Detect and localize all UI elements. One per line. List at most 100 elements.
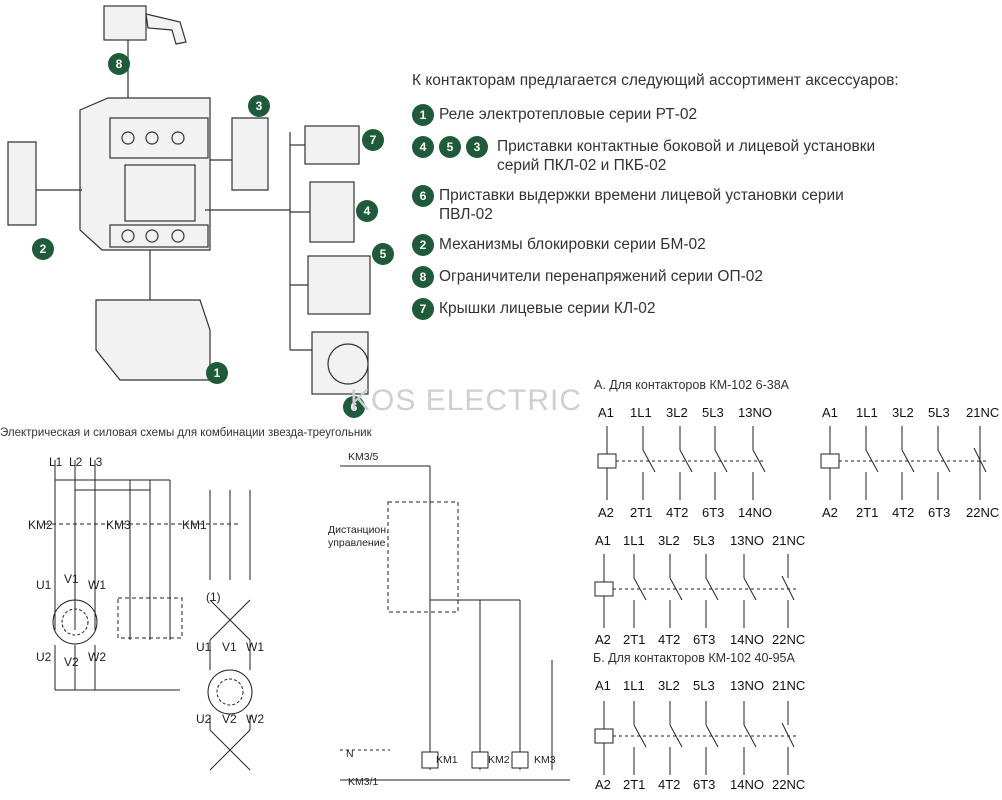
phase-l2: L2 [69, 455, 83, 469]
contactor-front-face [124, 164, 196, 222]
remote-control-label: Дистанцион. управление [328, 524, 389, 549]
motor1-u1: U1 [36, 578, 52, 592]
b1-bottom-2: 4T2 [658, 777, 681, 792]
a1-bottom-3: 6T3 [702, 505, 725, 520]
a2-bottom-3: 6T3 [928, 505, 951, 520]
interlock-body [7, 141, 37, 226]
photo-badge-5: 5 [372, 243, 394, 265]
a3-bottom-3: 6T3 [693, 632, 716, 647]
thermal-relay-body [95, 299, 211, 381]
a3-top-2: 3L2 [658, 533, 680, 548]
a2-bottom-4: 22NC [966, 505, 1000, 520]
coil-km1-label: KM1 [436, 754, 458, 766]
control-bottom-label: KM3/1 [348, 776, 379, 788]
a3-bottom-5: 22NC [772, 632, 806, 647]
a3-bottom-2: 4T2 [658, 632, 681, 647]
time-delay-dial [327, 343, 369, 385]
a1-top-0: A1 [598, 405, 614, 420]
motor1-v1: V1 [64, 572, 79, 586]
badge-6: 6 [412, 185, 434, 207]
surge-limiter-leads [145, 13, 187, 45]
accessory-item-4: 2 Механизмы блокировки серии БМ-02 [412, 234, 706, 256]
photo-badge-6: 6 [343, 396, 365, 418]
a2-top-0: A1 [822, 405, 838, 420]
a1-top-1: 1L1 [630, 405, 652, 420]
contact-scheme-b1 [594, 701, 797, 775]
accessory-text: Приставки выдержки времени лицевой устан… [439, 187, 844, 223]
a1-bottom-0: A2 [598, 505, 614, 520]
surge-limiter-body [103, 5, 147, 41]
control-top-label: KM3/5 [348, 451, 379, 463]
side-aux-contact-body [231, 117, 269, 191]
phase-l1: L1 [49, 455, 63, 469]
diagram-note: (1) [206, 590, 221, 604]
a1-top-4: 13NO [738, 405, 772, 420]
contact-scheme-a3 [594, 554, 797, 628]
badge-2: 2 [412, 234, 434, 256]
contactor-bottom-terminals [109, 224, 209, 248]
motor2-u2: U2 [196, 712, 212, 726]
accessory-item-3: 6 Приставки выдержки времени лицевой уст… [412, 185, 869, 224]
star-delta-title: Электрическая и силовая схемы для комбин… [0, 427, 372, 439]
b1-top-1: 1L1 [623, 678, 645, 693]
contactor-km2-label: KM2 [28, 518, 53, 532]
a1-top-3: 5L3 [702, 405, 724, 420]
b1-top-0: A1 [595, 678, 611, 693]
accessories-title: К контакторам предлагается следующий асс… [412, 72, 899, 89]
a2-top-4: 21NC [966, 405, 1000, 420]
a2-top-3: 5L3 [928, 405, 950, 420]
photo-badge-4: 4 [356, 200, 378, 222]
badge-5: 5 [439, 136, 461, 158]
a3-bottom-1: 2T1 [623, 632, 646, 647]
contact-scheme-a2 [820, 426, 987, 500]
a2-bottom-0: A2 [822, 505, 838, 520]
accessory-item-2: 4 5 3 Приставки контактные боковой и лиц… [412, 136, 897, 175]
a3-top-3: 5L3 [693, 533, 715, 548]
badge-8: 8 [412, 266, 434, 288]
accessory-item-5: 8 Ограничители перенапряжений серии ОП-0… [412, 266, 763, 288]
a2-top-1: 1L1 [856, 405, 878, 420]
photo-badge-7: 7 [362, 129, 384, 151]
coil-km2-label: KM2 [488, 754, 510, 766]
accessory-item-6: 7 Крышки лицевые серии КЛ-02 [412, 298, 656, 320]
badge-4: 4 [412, 136, 434, 158]
contactor-km3-label: KM3 [106, 518, 131, 532]
accessory-text: Приставки контактные боковой и лицевой у… [497, 138, 876, 174]
watermark: KOS ELECTRIC [350, 384, 583, 417]
accessory-item-1: 1 Реле электротепловые серии РТ-02 [412, 104, 697, 126]
accessory-text: Механизмы блокировки серии БМ-02 [439, 236, 706, 253]
b1-bottom-4: 14NO [730, 777, 764, 792]
photo-badge-8: 8 [108, 53, 130, 75]
a1-bottom-1: 2T1 [630, 505, 653, 520]
group-b-title: Б. Для контакторов КМ-102 40-95А [593, 651, 795, 665]
a1-top-2: 3L2 [666, 405, 688, 420]
motor2-u1: U1 [196, 640, 212, 654]
a3-top-0: A1 [595, 533, 611, 548]
b1-top-5: 21NC [772, 678, 806, 693]
accessory-text: Реле электротепловые серии РТ-02 [439, 106, 698, 123]
photo-badge-2: 2 [32, 238, 54, 260]
contactor-illustration [7, 5, 371, 395]
contactor-km1-label: KM1 [182, 518, 207, 532]
badge-3: 3 [466, 136, 488, 158]
front-aux-contact-4 [309, 181, 355, 243]
contact-scheme-a1 [597, 426, 766, 500]
b1-bottom-0: A2 [595, 777, 611, 792]
control-circuit-diagram [340, 465, 570, 781]
phase-l3: L3 [89, 455, 103, 469]
a1-bottom-4: 14NO [738, 505, 772, 520]
photo-badge-1: 1 [206, 362, 228, 384]
group-a-title: А. Для контакторов КМ-102 6-38А [594, 378, 789, 392]
a3-top-1: 1L1 [623, 533, 645, 548]
motor1-v2: V2 [64, 655, 79, 669]
a3-top-4: 13NO [730, 533, 764, 548]
coil-km3-label: KM3 [534, 754, 556, 766]
motor2-w1: W1 [246, 640, 264, 654]
accessory-text: Ограничители перенапряжений серии ОП-02 [439, 268, 763, 285]
motor2-w2: W2 [246, 712, 264, 726]
motor1-u2: U2 [36, 650, 52, 664]
motor1-w2: W2 [88, 650, 106, 664]
b1-top-2: 3L2 [658, 678, 680, 693]
motor1-w1: W1 [88, 578, 106, 592]
a2-bottom-2: 4T2 [892, 505, 915, 520]
